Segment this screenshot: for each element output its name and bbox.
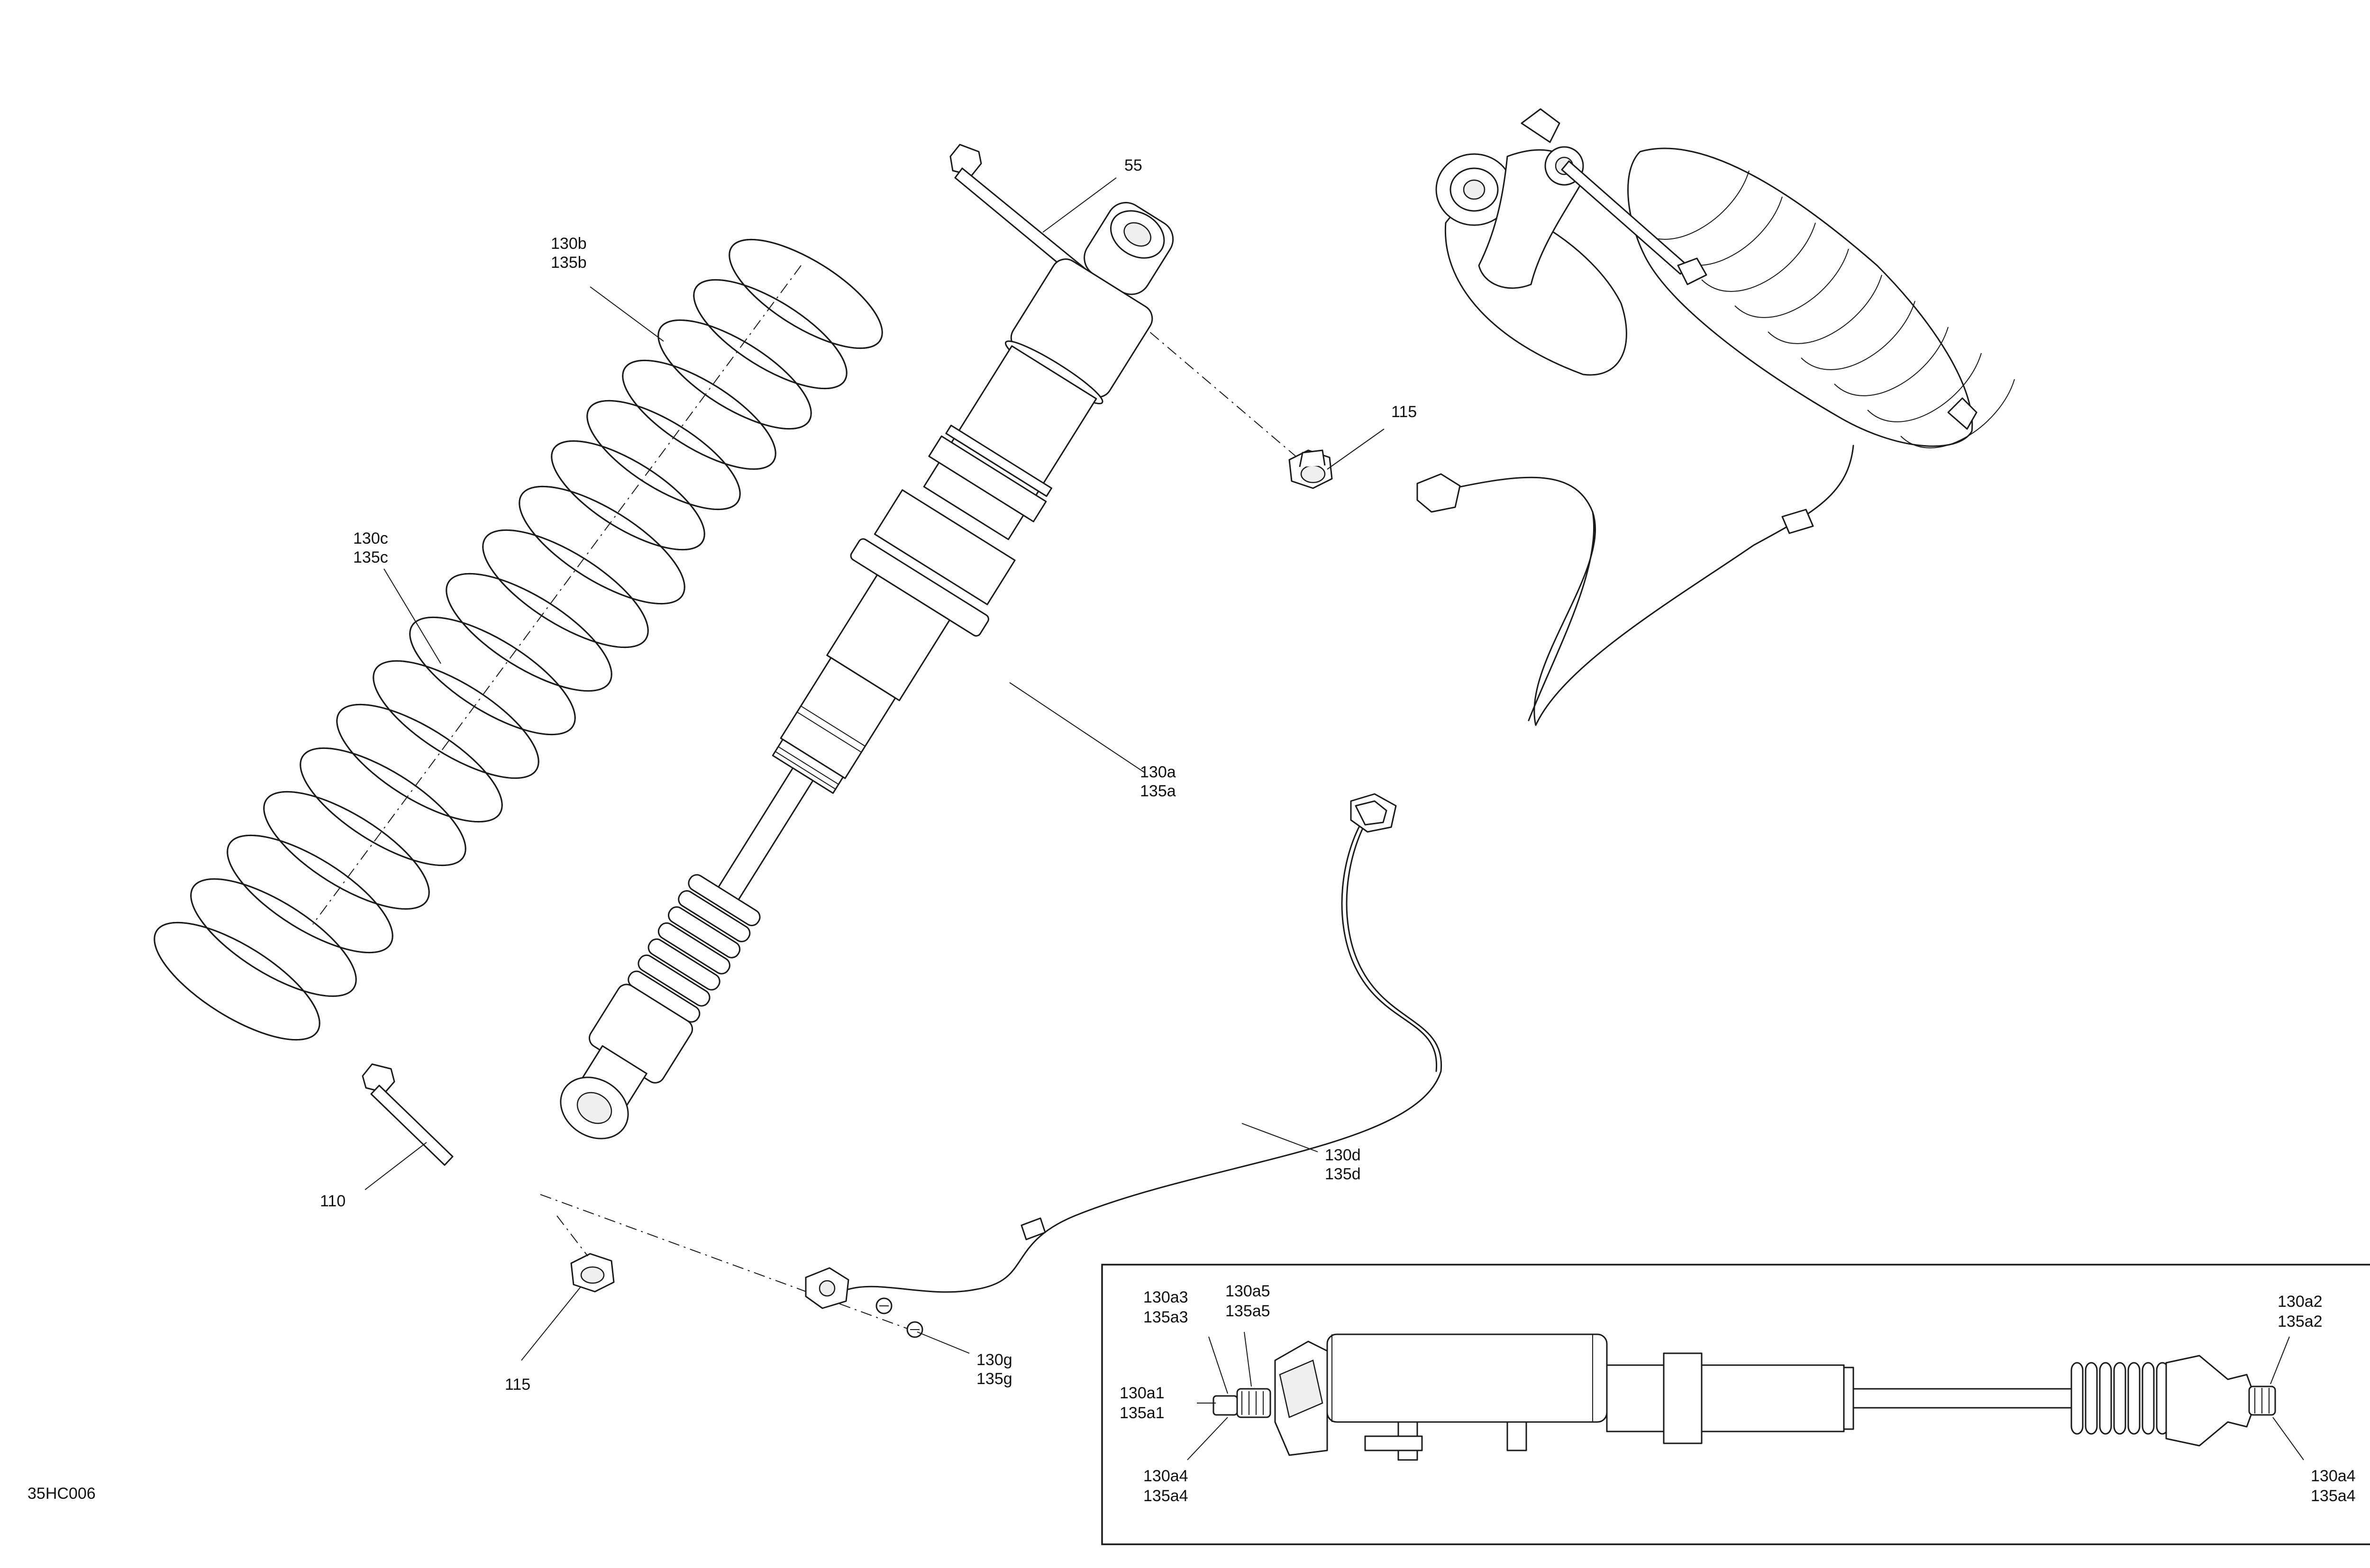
spring-coil: [519, 485, 685, 605]
callout-labels: 55 115 130b 135b 130c 135c 130a 135a 110…: [27, 156, 2356, 1505]
detail-callout-135a3: 135a3: [1143, 1308, 1188, 1326]
detail-callout-130a1: 130a1: [1120, 1384, 1165, 1402]
spring-coil: [693, 279, 848, 390]
spring-coil: [263, 791, 430, 910]
sensor-harness: [805, 793, 1442, 1309]
callout-115-bottom: 115: [505, 1376, 530, 1394]
detail-callout-135a1: 135a1: [1120, 1404, 1165, 1422]
spring-coil: [336, 703, 503, 823]
callout-135d: 135d: [1325, 1165, 1361, 1183]
lower-nut-115: [570, 1253, 615, 1293]
detail-shock-side-view: [1212, 1333, 2276, 1461]
bump-stop-rib: [2085, 1362, 2098, 1435]
spring-coil: [263, 791, 430, 910]
figure-code: 35HC006: [27, 1485, 96, 1503]
bump-stop-rib: [688, 874, 761, 926]
spring-coil: [446, 573, 612, 692]
detail-callout-130a3: 130a3: [1143, 1288, 1188, 1306]
detail-callout-135a4-right: 135a4: [2311, 1487, 2356, 1505]
spring-coil: [227, 834, 393, 954]
spring-coil: [1701, 222, 1816, 292]
main-shock-absorber: [560, 202, 1174, 1140]
spring-coil: [1867, 353, 1982, 422]
nut-axis-bottom: [556, 1215, 588, 1257]
bump-stop-rib: [638, 954, 711, 1007]
spring-coil: [657, 319, 812, 430]
assembled-shock-view: [1416, 108, 2015, 726]
detail-callout-130a4-right: 130a4: [2311, 1467, 2356, 1485]
spring-coil: [300, 747, 466, 866]
detail-callout-130a4-left: 130a4: [1143, 1467, 1188, 1485]
spring-coil: [373, 660, 539, 779]
spring-coil: [482, 529, 649, 648]
spring-coil: [227, 834, 393, 954]
spring-coil: [336, 703, 503, 823]
callout-135b: 135b: [551, 254, 587, 272]
spring-coil: [154, 921, 320, 1041]
lower-bolt-110: [362, 1063, 454, 1166]
spring-coil: [519, 485, 685, 605]
callout-130b: 130b: [551, 235, 587, 253]
spring-coil: [586, 400, 741, 511]
spring-coil: [1834, 327, 1949, 396]
bump-stop-rib: [678, 890, 751, 942]
spring-coil: [1734, 248, 1849, 318]
callout-55: 55: [1124, 156, 1142, 174]
callout-110: 110: [320, 1192, 346, 1210]
spring-coil: [1801, 301, 1915, 370]
detail-callout-130a5: 130a5: [1225, 1282, 1270, 1300]
spring-coil: [482, 529, 649, 648]
spring-coil: [586, 400, 741, 511]
spring-coil: [1900, 379, 2015, 448]
bump-stop-rib: [668, 906, 741, 958]
callout-135c: 135c: [353, 548, 388, 566]
bump-stop-rib: [647, 938, 720, 991]
spring-coil: [1768, 274, 1882, 344]
leader-lines: [365, 177, 2304, 1460]
spring-coil: [622, 359, 776, 470]
bump-stop-rib: [2099, 1362, 2112, 1435]
detail-callout-130a2: 130a2: [2278, 1293, 2323, 1311]
upper-spring: [551, 238, 883, 551]
detail-callout-135a4-left: 135a4: [1143, 1487, 1188, 1505]
spring-coil: [657, 319, 812, 430]
spring-coil: [693, 279, 848, 390]
lower-spring: [154, 485, 685, 1041]
bump-stop-rib: [2113, 1362, 2126, 1435]
detail-callout-135a2: 135a2: [2278, 1313, 2323, 1331]
spring-coil: [409, 616, 576, 736]
bump-stop-rib: [2142, 1362, 2155, 1435]
bolt-axis-top: [1132, 317, 1309, 467]
upper-nut-115: [1288, 449, 1333, 489]
bump-stop-rib: [2070, 1362, 2084, 1435]
spring-coil: [373, 660, 539, 779]
bump-stop-rib: [2127, 1362, 2141, 1435]
spring-coil: [409, 616, 576, 736]
spring-coil: [190, 878, 357, 997]
callout-130c: 130c: [353, 529, 388, 547]
spring-coil: [300, 747, 466, 866]
spring-coil: [622, 359, 776, 470]
bolt-axis-bottom: [540, 1194, 911, 1330]
callout-135g: 135g: [976, 1370, 1012, 1388]
screws-130g: [875, 1297, 923, 1338]
bump-stop-rib: [657, 922, 730, 975]
spring-coil: [551, 440, 705, 551]
spring-coil: [154, 921, 320, 1041]
detail-callout-135a5: 135a5: [1225, 1302, 1270, 1320]
callout-130g: 130g: [976, 1351, 1012, 1369]
spring-coil: [729, 238, 883, 349]
spring-axis-line: [312, 265, 802, 925]
callout-115-top: 115: [1391, 403, 1417, 421]
detail-inset-frame: [1101, 1264, 2370, 1545]
callout-130a: 130a: [1140, 763, 1176, 781]
callout-135a: 135a: [1140, 782, 1176, 800]
spring-coil: [190, 878, 357, 997]
callout-130d: 130d: [1325, 1146, 1361, 1164]
